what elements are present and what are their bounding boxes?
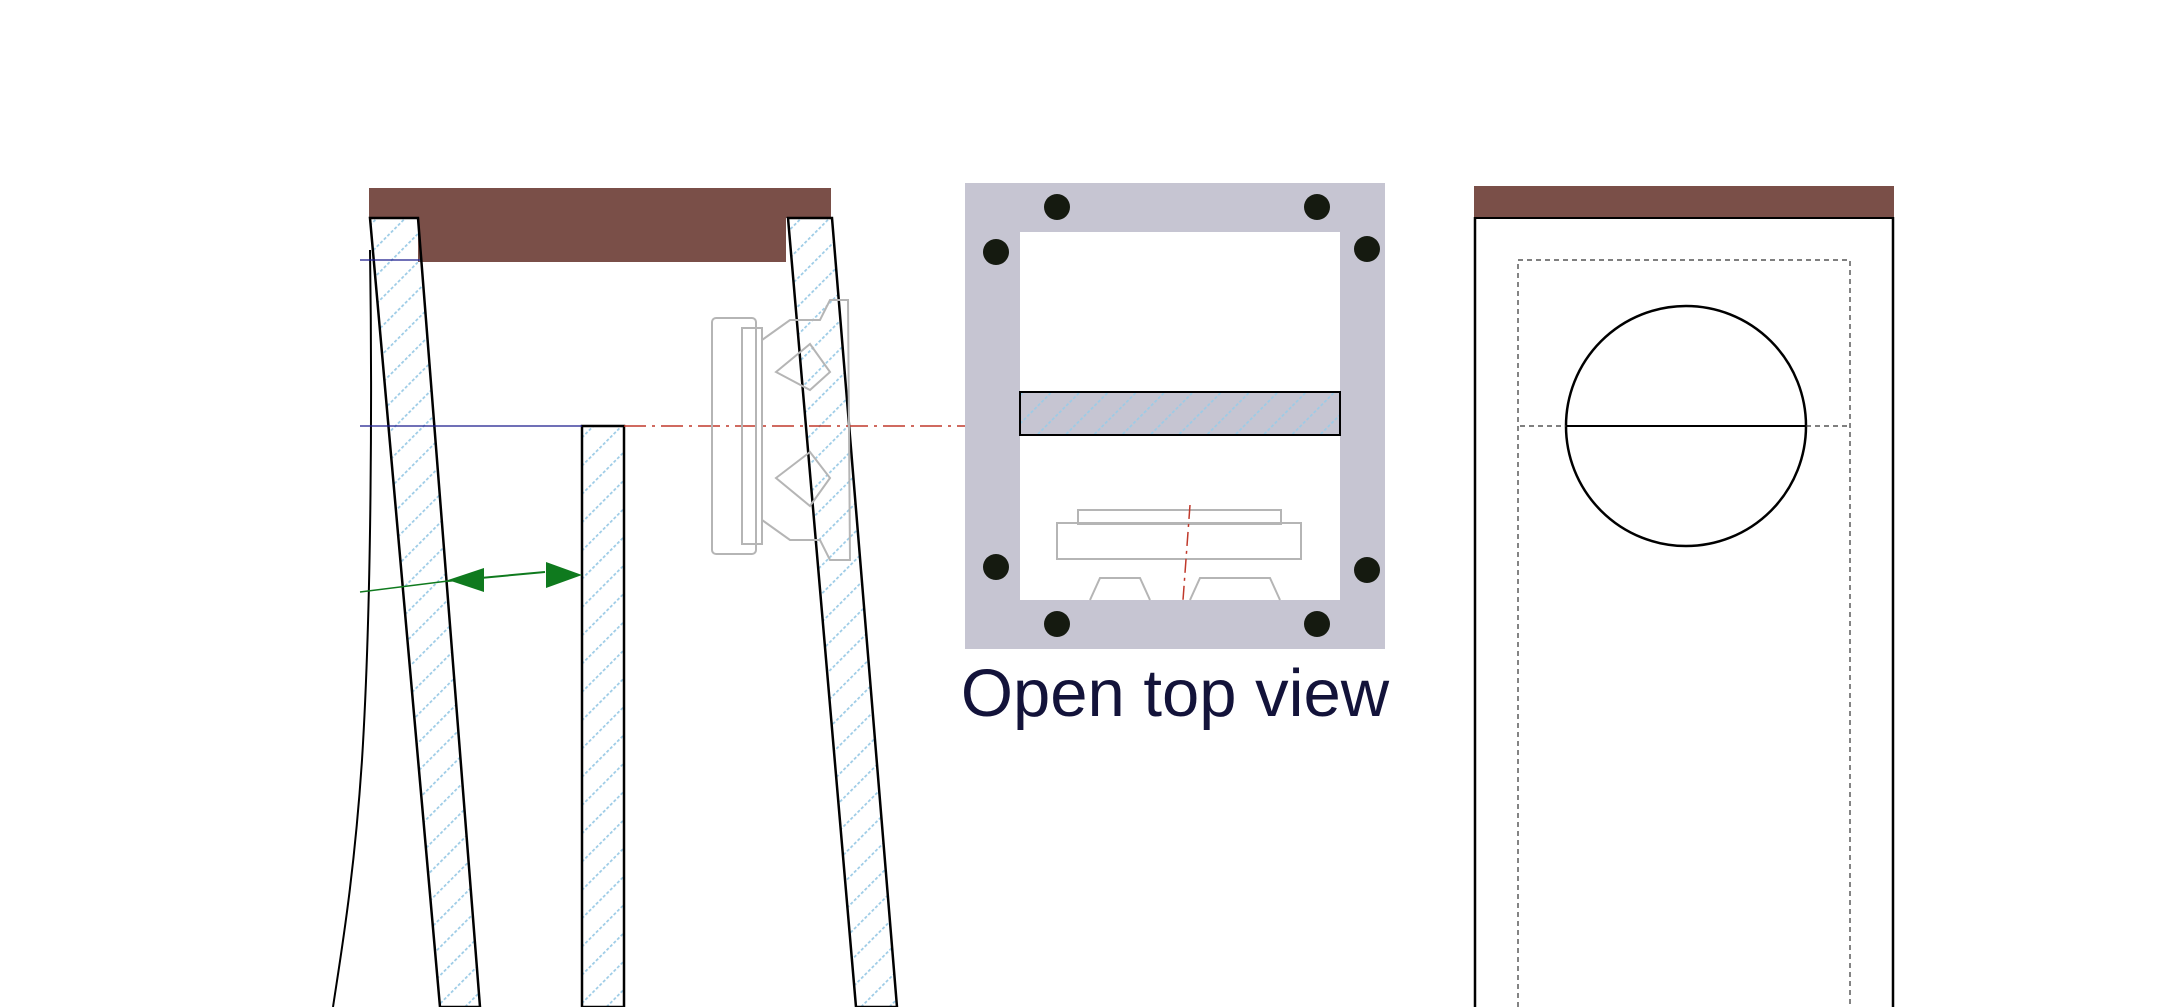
- front-top-panel: [1474, 186, 1894, 217]
- top-view-upper-opening: [1020, 232, 1340, 392]
- front-inner-outline: [1517, 259, 1851, 1007]
- side-section-view: [332, 188, 965, 1007]
- side-top-panel: [369, 188, 831, 218]
- bolt-marker: [983, 239, 1009, 265]
- bolt-marker: [1304, 611, 1330, 637]
- bolt-marker: [1304, 194, 1330, 220]
- top-view-divider: [1019, 391, 1341, 436]
- top-view-lower-opening: [1020, 435, 1340, 600]
- center-divider: [580, 424, 626, 1007]
- outer-profile-curve: [332, 249, 373, 1007]
- bolt-marker: [1044, 611, 1070, 637]
- left-slanted-wall: [368, 216, 482, 1007]
- bolt-marker: [983, 554, 1009, 580]
- bolt-marker: [1354, 557, 1380, 583]
- right-slanted-wall: [786, 216, 899, 1007]
- top-view-driver-axis: [1182, 504, 1191, 601]
- side-top-panel-inner: [418, 216, 786, 262]
- front-view: [1473, 186, 1895, 1007]
- bolt-marker: [1044, 194, 1070, 220]
- open-top-view: Open top view: [961, 183, 1390, 731]
- dimension-arrow: [359, 562, 582, 593]
- driver-top-silhouette: [1056, 509, 1302, 601]
- bolt-marker: [1354, 236, 1380, 262]
- open-top-view-caption: Open top view: [961, 656, 1390, 731]
- driver-side-silhouette: [711, 299, 852, 561]
